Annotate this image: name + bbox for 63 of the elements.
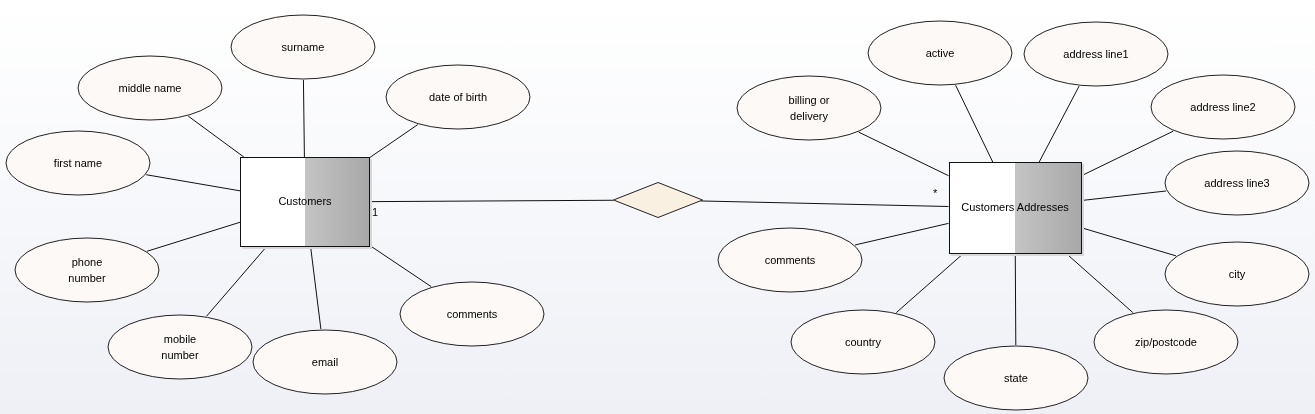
connector-line: [955, 84, 994, 163]
connector-line: [858, 131, 949, 177]
attribute-ellipse: [77, 55, 223, 121]
attribute-name: billing or delivery: [787, 93, 831, 124]
connector-line: [1081, 190, 1167, 201]
attribute-ellipse: [1164, 150, 1310, 216]
attribute-name: address line3: [1203, 176, 1271, 191]
connector-line: [310, 246, 322, 330]
attribute-ellipse: [1023, 21, 1169, 87]
attribute-ellipse: [790, 309, 936, 375]
relationship-diamond: [613, 182, 703, 218]
attribute-name: city: [1227, 267, 1247, 282]
connector-line: [1038, 85, 1080, 163]
attribute-name: state: [1003, 371, 1029, 386]
attribute-name: middle name: [117, 81, 183, 96]
attribute-ellipse: [1150, 74, 1296, 140]
connector-line: [1081, 130, 1174, 177]
connector-line: [206, 246, 267, 317]
connector-line: [187, 115, 245, 158]
attribute-ellipse: [399, 281, 545, 347]
connector-line: [369, 199, 615, 203]
attribute-name: comments: [445, 307, 499, 322]
attribute-ellipse: [717, 227, 863, 293]
multiplicity-label: 1: [372, 207, 379, 218]
entity-name: Customers: [278, 195, 332, 209]
attribute-name: comments: [763, 253, 817, 268]
connector-line: [145, 174, 241, 192]
attribute-ellipse: [736, 75, 882, 141]
multiplicity-label: *: [933, 188, 938, 199]
attribute-ellipse: [252, 329, 398, 395]
connector-line: [700, 200, 949, 207]
attribute-name: zip/postcode: [1134, 335, 1198, 350]
attribute-name: email: [310, 355, 340, 370]
attribute-ellipse: [5, 130, 151, 196]
attribute-name: date of birth: [427, 90, 489, 105]
attribute-ellipse: [230, 14, 376, 80]
attribute-name: mobile number: [160, 332, 200, 363]
attribute-ellipse: [943, 345, 1089, 411]
attribute-name: active: [924, 46, 956, 61]
connector-line: [369, 245, 432, 288]
entity-name: Customers Addresses: [961, 201, 1069, 215]
attribute-name: first name: [52, 156, 104, 171]
attribute-ellipse: [1093, 309, 1239, 375]
attribute-ellipse: [107, 314, 253, 380]
attribute-name: address line1: [1062, 47, 1130, 62]
attribute-name: country: [843, 335, 883, 350]
connector-line: [854, 222, 949, 246]
attribute-ellipse: [385, 64, 531, 130]
entity-box: [240, 157, 370, 247]
entity-box: [948, 162, 1082, 254]
attribute-name: surname: [280, 40, 326, 55]
attribute-name: phone number: [67, 255, 107, 286]
connector-line: [1066, 253, 1134, 314]
connector-line: [302, 79, 305, 158]
connector-line: [1014, 253, 1017, 346]
connector-line: [895, 253, 964, 314]
attribute-ellipse: [867, 20, 1013, 86]
connector-line: [1081, 227, 1177, 257]
attribute-ellipse: [14, 237, 160, 303]
attribute-ellipse: [1164, 241, 1310, 307]
connector-line: [369, 124, 419, 158]
connector-line: [146, 221, 241, 252]
attribute-name: address line2: [1189, 100, 1257, 115]
